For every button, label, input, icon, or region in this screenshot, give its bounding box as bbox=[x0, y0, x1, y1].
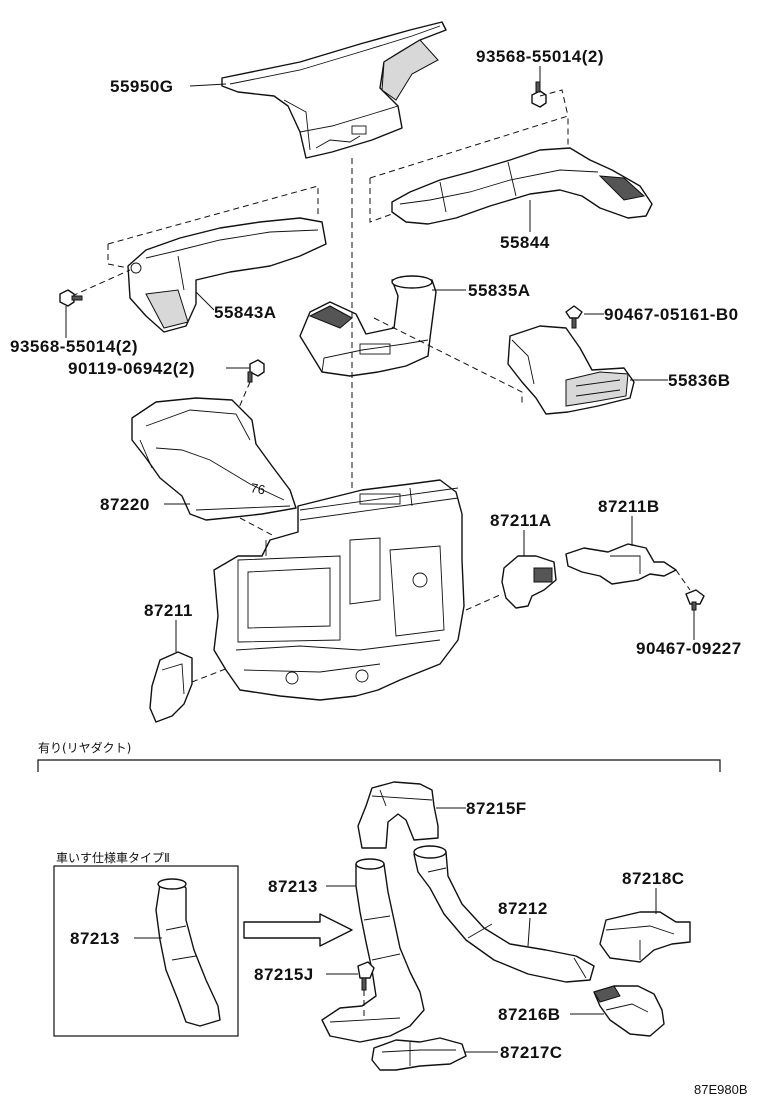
label-87215J: 87215J bbox=[254, 965, 314, 984]
label-55835A: 55835A bbox=[468, 281, 531, 300]
part-87216B-register bbox=[593, 985, 665, 1037]
part-87215J-clip bbox=[357, 961, 375, 991]
part-55843A-side-duct-left bbox=[127, 217, 327, 333]
part-87220-air-duct: 76 bbox=[131, 397, 297, 521]
part-87212-duct bbox=[413, 845, 595, 983]
label-87218C: 87218C bbox=[622, 869, 685, 888]
part-55836B-register-duct bbox=[507, 325, 635, 415]
label-90467-09227: 90467-09227 bbox=[636, 639, 742, 658]
part-87218C-register bbox=[599, 911, 691, 963]
label-55836B: 55836B bbox=[668, 371, 731, 390]
part-87215F-duct-joint bbox=[357, 781, 439, 849]
label-55844: 55844 bbox=[500, 233, 550, 252]
label-87217C: 87217C bbox=[500, 1043, 563, 1062]
clip-90467-05161 bbox=[565, 305, 583, 329]
part-55835A-center-duct bbox=[299, 275, 437, 377]
part-55950G-defroster-nozzle bbox=[221, 21, 447, 159]
direction-arrow bbox=[243, 913, 353, 947]
section-label-rear-duct: 有り(リヤダクト) bbox=[38, 740, 131, 755]
label-87216B: 87216B bbox=[498, 1005, 561, 1024]
part-87213-duct bbox=[321, 858, 425, 1043]
label-87215F: 87215F bbox=[466, 799, 527, 818]
label-90467-05161-B0: 90467-05161-B0 bbox=[604, 305, 739, 324]
label-87212: 87212 bbox=[498, 899, 548, 918]
label-87213: 87213 bbox=[268, 877, 318, 896]
label-87213-wheelchair: 87213 bbox=[70, 929, 120, 948]
svg-text:76: 76 bbox=[249, 480, 266, 497]
label-90119-06942: 90119-06942(2) bbox=[68, 359, 195, 378]
label-55843A: 55843A bbox=[214, 303, 277, 322]
label-55950G: 55950G bbox=[110, 77, 174, 96]
section-bracket bbox=[37, 759, 721, 772]
screw-93568-55014-left bbox=[59, 289, 83, 307]
label-93568-55014-top: 93568-55014(2) bbox=[476, 47, 604, 66]
part-87211A-actuator bbox=[501, 555, 557, 609]
part-87211B-actuator bbox=[565, 543, 677, 585]
part-55844-side-duct-right bbox=[391, 147, 653, 225]
heater-unit-assembly bbox=[213, 479, 465, 701]
part-87211-actuator bbox=[149, 651, 193, 723]
clip-90467-09227 bbox=[685, 589, 705, 611]
part-87213-duct-wheelchair bbox=[155, 878, 221, 1027]
part-87217C-duct bbox=[371, 1037, 467, 1071]
label-93568-55014-left: 93568-55014(2) bbox=[10, 337, 138, 356]
screw-90119-06942 bbox=[247, 359, 265, 383]
label-87211: 87211 bbox=[144, 601, 193, 620]
wheelchair-spec-box bbox=[53, 865, 239, 1037]
label-87220: 87220 bbox=[100, 495, 150, 514]
label-87211B: 87211B bbox=[598, 497, 660, 516]
figure-code: 87E980B bbox=[694, 1082, 748, 1097]
label-87211A: 87211A bbox=[490, 511, 552, 530]
section-label-wheelchair: 車いす仕様車タイプⅡ bbox=[56, 851, 170, 865]
